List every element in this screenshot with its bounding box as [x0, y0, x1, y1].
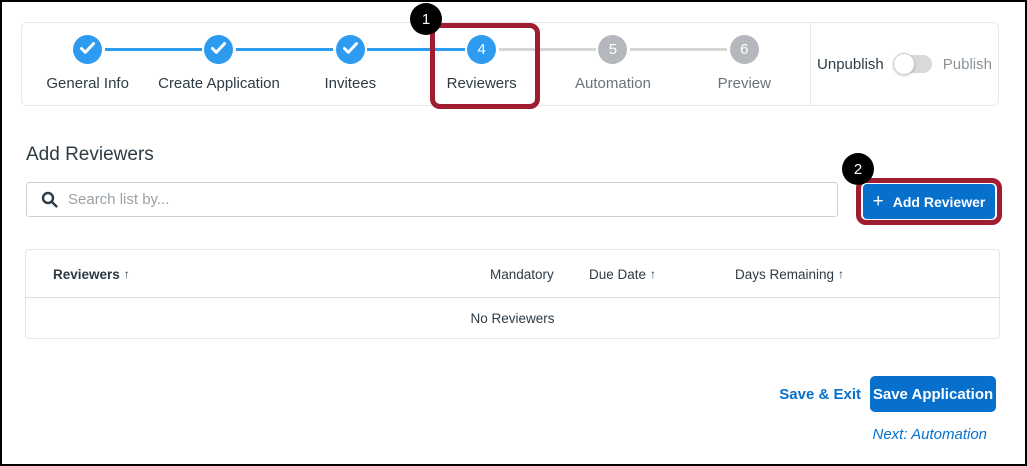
step-preview[interactable]: 6 Preview: [678, 23, 810, 105]
check-icon: [211, 41, 227, 58]
step-label: General Info: [46, 75, 129, 92]
connector-line: [547, 48, 596, 51]
empty-state-message: No Reviewers: [470, 311, 555, 326]
column-header-mandatory: Mandatory: [490, 250, 554, 298]
publish-panel: Unpublish Publish: [811, 23, 998, 105]
step-label: Automation: [575, 75, 651, 92]
step-circle-future: 5: [598, 35, 628, 64]
column-header-days-remaining[interactable]: Days Remaining ↑: [735, 250, 844, 298]
step-label: Invitees: [324, 75, 377, 92]
page-title: Add Reviewers: [26, 144, 154, 165]
connector-line: [104, 48, 154, 51]
connector-line: [153, 48, 202, 51]
column-label: Due Date: [589, 266, 647, 282]
publish-label: Publish: [942, 55, 992, 73]
step-circle-completed: [335, 35, 365, 64]
check-icon: [80, 41, 96, 58]
column-header-due-date[interactable]: Due Date ↑: [589, 250, 656, 298]
search-box: [26, 182, 838, 217]
stepper: General Info Create Application Invitees: [22, 23, 810, 105]
step-circle-future: 6: [729, 35, 759, 64]
connector-line: [236, 48, 285, 51]
sort-asc-icon: ↑: [838, 267, 845, 281]
connector-line: [284, 48, 334, 51]
callout-badge-2: 2: [842, 153, 874, 185]
publish-toggle[interactable]: [892, 53, 932, 75]
step-circle-completed: [73, 35, 103, 64]
reviewers-table: Reviewers ↑ Mandatory Due Date ↑ Days Re…: [25, 249, 1000, 339]
step-label: Preview: [717, 75, 771, 92]
step-general-info[interactable]: General Info: [22, 23, 154, 105]
step-create-application[interactable]: Create Application: [153, 23, 285, 105]
connector-line: [678, 48, 728, 51]
step-invitees[interactable]: Invitees: [284, 23, 416, 105]
connector-line: [629, 48, 679, 51]
step-circle-current: 4: [467, 35, 497, 64]
column-label: Reviewers: [53, 266, 120, 282]
divider: [810, 23, 811, 105]
toggle-knob: [892, 53, 915, 75]
sort-asc-icon: ↑: [123, 267, 130, 281]
step-reviewers[interactable]: 4 Reviewers: [415, 23, 548, 105]
unpublish-label: Unpublish: [817, 55, 884, 73]
step-label: Reviewers: [446, 75, 517, 92]
search-input[interactable]: [68, 191, 837, 208]
column-header-reviewers[interactable]: Reviewers ↑: [53, 250, 130, 298]
search-icon: [41, 191, 58, 208]
check-icon: [342, 41, 358, 58]
connector-line: [415, 48, 465, 51]
connector-line: [498, 48, 548, 51]
add-reviewer-button-label: Add Reviewer: [892, 193, 986, 210]
table-header-row: Reviewers ↑ Mandatory Due Date ↑ Days Re…: [26, 250, 999, 298]
step-label: Create Application: [158, 75, 280, 92]
stepper-card: General Info Create Application Invitees: [21, 22, 999, 106]
plus-icon: +: [872, 191, 884, 212]
save-application-button[interactable]: Save Application: [870, 376, 996, 412]
next-step-hint: Next: Automation: [872, 426, 988, 443]
callout-badge-1: 1: [410, 3, 442, 35]
column-label: Days Remaining: [735, 266, 835, 282]
save-and-exit-link[interactable]: Save & Exit: [779, 386, 861, 403]
add-reviewer-button[interactable]: + Add Reviewer: [863, 184, 995, 219]
step-automation[interactable]: 5 Automation: [547, 23, 679, 105]
connector-line: [367, 48, 416, 51]
sort-asc-icon: ↑: [650, 267, 657, 281]
step-circle-completed: [204, 35, 234, 64]
column-label: Mandatory: [490, 266, 554, 282]
